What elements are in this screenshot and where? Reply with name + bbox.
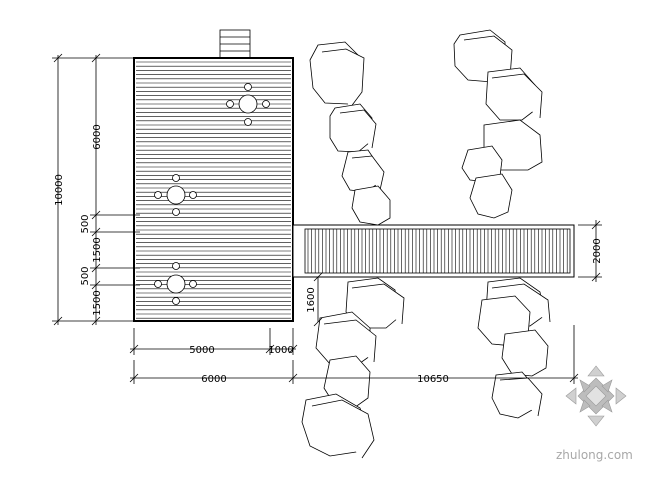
rocks-lower-left (301, 277, 405, 459)
dim-left-gap-bottom: 500 (80, 266, 91, 285)
dim-bottom-small: 1000 (268, 345, 293, 356)
dim-left-gap-top: 500 (80, 214, 91, 233)
dimension-lines (52, 53, 602, 384)
dim-bridge-offset: 1600 (306, 287, 317, 312)
bridge-walkway (292, 224, 575, 278)
table-set-middle (154, 174, 197, 216)
table-set-top (226, 83, 270, 126)
dim-left-total: 10000 (54, 174, 65, 206)
entry-steps (219, 29, 251, 59)
watermark-logo (565, 365, 627, 427)
dim-left-mid: 1500 (92, 237, 103, 262)
watermark-text: zhulong.com (556, 448, 633, 462)
rocks-upper-right (453, 29, 543, 219)
rocks-upper-left (309, 41, 391, 226)
table-set-bottom (154, 262, 197, 305)
dim-bridge-length: 10650 (417, 374, 449, 385)
dim-bridge-width: 2000 (592, 238, 603, 263)
dim-bottom-total: 6000 (201, 374, 226, 385)
dim-left-bottom: 1500 (92, 290, 103, 315)
rocks-lower-right (477, 277, 551, 419)
deck-platform (133, 57, 294, 322)
dim-left-upper: 6000 (92, 124, 103, 149)
dim-bottom-inner: 5000 (189, 345, 214, 356)
